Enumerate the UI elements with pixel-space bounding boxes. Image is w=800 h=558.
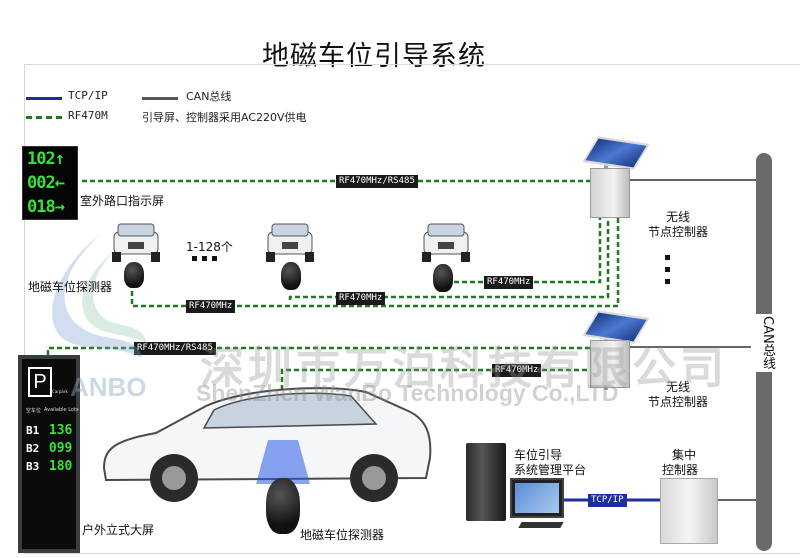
car-front-icon xyxy=(266,223,314,262)
frame-divider-top xyxy=(24,64,800,65)
watermark-company-cn: 深圳市万泊科技有限公司 xyxy=(200,343,728,394)
frame-divider-bottom xyxy=(24,553,800,554)
outdoor-screen-label: 户外立式大屏 xyxy=(82,523,155,537)
outdoor-sign-label: 室外路口指示屏 xyxy=(80,194,165,208)
rf-mid-detector-link xyxy=(288,216,610,300)
magnetic-detector-icon xyxy=(433,264,453,292)
lot-row: B2 099 xyxy=(26,441,73,456)
detector-label-bottom: 地磁车位探测器 xyxy=(300,528,385,542)
tag-rf-right: RF470MHz xyxy=(484,276,534,289)
magnetic-detector-icon xyxy=(266,478,300,534)
monitor-icon xyxy=(510,478,564,518)
keyboard-icon xyxy=(518,522,564,528)
rf-left-detector-link xyxy=(130,216,620,308)
node-cabinet-icon xyxy=(590,340,630,388)
tag-tcpip: TCP/IP xyxy=(588,494,627,507)
watermark-brand: ANBO xyxy=(70,372,147,402)
central-controller-icon xyxy=(660,478,718,544)
arrow-up-icon: ↑ xyxy=(54,149,65,169)
magnetic-detector-icon xyxy=(281,262,301,290)
lot-row: B1 136 xyxy=(26,423,73,438)
tag-rf-mid: RF470MHz xyxy=(336,292,386,305)
node-top-line2: 节点控制器 xyxy=(648,225,709,239)
rf-bigsign-link xyxy=(46,346,590,355)
node-bottom-line2: 节点控制器 xyxy=(648,395,709,409)
lot-row: B3 180 xyxy=(26,459,73,474)
page-title: 地磁车位引导系统 xyxy=(262,41,486,72)
outdoor-guidance-sign: 102↑ 002← 018→ xyxy=(22,146,78,220)
sign-row: 018→ xyxy=(27,197,65,217)
ellipsis-icon xyxy=(192,256,217,261)
tag-rf-lower: RF470MHz xyxy=(492,364,542,377)
tag-rf-rs485-mid: RF470MHz/RS485 xyxy=(134,342,216,355)
magnetic-detector-icon xyxy=(124,262,144,288)
detection-beam-icon xyxy=(256,440,310,484)
tag-rf-left: RF470MHz xyxy=(186,300,236,313)
carpark-text: Carpark xyxy=(52,389,68,394)
arrow-left-icon: ← xyxy=(54,173,65,193)
company-logo-icon xyxy=(51,233,147,358)
legend-tcpip-label: TCP/IP xyxy=(68,89,108,102)
watermark-company-en: ShenZhen WanBo Technology Co.,LTD xyxy=(196,380,619,406)
central-line1: 集中 xyxy=(672,448,697,462)
sign-row: 002← xyxy=(27,173,65,193)
legend-rf-line xyxy=(26,116,62,119)
node-cabinet-icon xyxy=(590,168,630,218)
node-top-line1: 无线 xyxy=(666,210,691,224)
arrow-right-icon: → xyxy=(54,197,65,217)
can-bus-label: CAN总线 xyxy=(751,314,777,372)
car-side-icon xyxy=(102,387,432,502)
node-bottom-line1: 无线 xyxy=(666,380,691,394)
car-front-icon xyxy=(112,223,160,262)
detector-range-label: 1-128个 xyxy=(186,240,233,254)
tag-rf-rs485-top: RF470MHz/RS485 xyxy=(336,175,418,188)
legend-power-note: 引导屏、控制器采用AC220V供电 xyxy=(142,111,307,124)
outdoor-standing-screen: P Carpark 空车位 Available Lots B1 136 B2 0… xyxy=(18,355,80,553)
central-line2: 控制器 xyxy=(662,463,699,477)
frame-divider-left xyxy=(24,64,25,554)
available-lots-en: Available Lots xyxy=(44,407,79,413)
vertical-ellipsis-icon xyxy=(665,255,670,284)
car-front-icon xyxy=(422,223,470,262)
sign-row: 102↑ xyxy=(27,149,65,169)
legend-can-line xyxy=(142,97,178,100)
detector-label-top: 地磁车位探测器 xyxy=(28,280,113,294)
server-tower-icon xyxy=(466,443,506,521)
legend-tcpip-line xyxy=(26,97,62,100)
parking-p-icon: P xyxy=(28,367,52,397)
available-lots-cn: 空车位 xyxy=(26,408,42,414)
legend-can-label: CAN总线 xyxy=(186,90,232,103)
platform-line2: 系统管理平台 xyxy=(514,463,587,477)
platform-line1: 车位引导 xyxy=(514,448,563,462)
legend-rf-label: RF470M xyxy=(68,109,108,122)
